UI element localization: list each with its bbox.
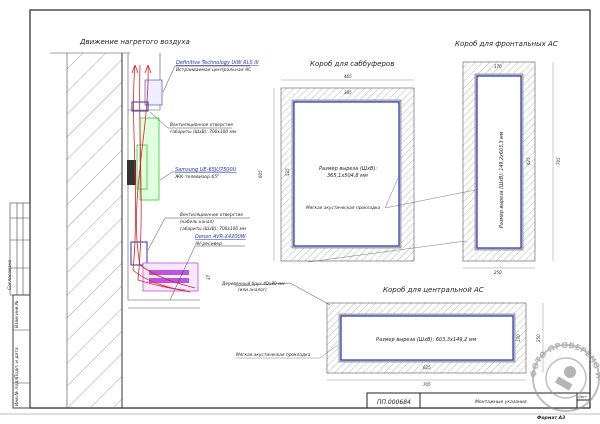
wall-hatch bbox=[67, 53, 122, 408]
front-dim-625: 625 bbox=[526, 157, 531, 165]
center-dim-250: 250 bbox=[536, 334, 541, 342]
center-dim-625: 625 bbox=[423, 365, 431, 370]
beam-label-2: (или аналог) bbox=[238, 287, 267, 293]
sub-pad-label: Мягкая акустическая прокладка bbox=[306, 205, 381, 211]
air-movement-title: Движение нагретого воздуха bbox=[79, 38, 190, 46]
vent-bottom-label-3: габариты (ШхВ): 700х100 мм bbox=[180, 226, 247, 232]
format-label: Формат А3 bbox=[537, 415, 565, 421]
stamp-inv-no: Инв.№ подл. bbox=[14, 376, 20, 406]
front-box-title: Короб для фронтальных АС bbox=[455, 40, 558, 48]
subwoofer-box-title: Короб для саббуферов bbox=[310, 60, 394, 68]
center-dim-170: 170 bbox=[516, 334, 521, 342]
vent-top-label-1: Вентиляционное отверстие bbox=[170, 122, 233, 128]
tv-side bbox=[139, 117, 160, 201]
center-box-title: Короб для центральной АС bbox=[383, 286, 484, 294]
center-box bbox=[326, 302, 527, 374]
tv-model-link[interactable]: Samsung UE-65JU7500U bbox=[175, 167, 237, 173]
receiver-desc: AV-ресивер bbox=[194, 241, 222, 247]
center-speaker-model-link[interactable]: Definitive Technology UIW RLS III bbox=[176, 60, 259, 66]
front-dim-250: 250 bbox=[494, 270, 502, 275]
doc-number: ПП.000684 bbox=[377, 399, 411, 406]
center-pad-label: Мягкая акустическая прокладка bbox=[236, 352, 311, 358]
tv-desc: ЖК-телевизор 65" bbox=[174, 174, 219, 180]
sub-cutout-1: Размер выреза (ШхВ): bbox=[319, 166, 377, 172]
center-dim-705: 705 bbox=[423, 382, 431, 387]
vent-bottom-label-2: (кабель канал) bbox=[180, 219, 214, 225]
sub-dim-465: 465 bbox=[344, 74, 352, 79]
side-stamp bbox=[9, 202, 31, 409]
center-speaker-desc: Встраиваемая центральная АС bbox=[176, 67, 252, 73]
center-speaker-side bbox=[144, 79, 163, 106]
sub-dim-385: 385 bbox=[344, 90, 352, 95]
front-dim-170: 170 bbox=[494, 64, 502, 69]
subwoofer-box bbox=[280, 87, 415, 262]
sub-dim-525: 525 bbox=[285, 168, 290, 176]
tv-mount bbox=[127, 160, 136, 185]
front-cutout: Размер выреза (ШхВ): 149,2х603,3 мм bbox=[499, 131, 505, 228]
beam-label-1: Деревянный брус 40х80 мм bbox=[221, 281, 285, 287]
stamp-replace-inv: Взам.инв.№ bbox=[14, 300, 20, 328]
stamp-sign-date: Подп. и дата bbox=[14, 347, 20, 378]
sheet-label: Лист bbox=[577, 395, 588, 399]
vent-top-label-2: габариты (ШхВ): 700х100 мм bbox=[170, 129, 237, 135]
vent-bottom-label-1: Вентиляционное отверстие bbox=[180, 212, 243, 218]
sub-cutout-2: 365,1х504,8 мм bbox=[327, 173, 368, 179]
sub-dim-605: 605 bbox=[258, 170, 263, 178]
front-dim-705: 705 bbox=[556, 157, 561, 165]
receiver-model-link[interactable]: Denon AVR-X4200W bbox=[195, 234, 247, 240]
stamp-agreed: Согласовано bbox=[7, 260, 13, 290]
front-box bbox=[462, 61, 536, 262]
center-cutout: Размер выреза (ШхВ): 603,3х149,2 мм bbox=[376, 337, 477, 343]
dim-37: 37 bbox=[206, 274, 211, 280]
air-flow-arrows bbox=[131, 64, 196, 293]
doc-title: Монтажные указания bbox=[475, 399, 527, 405]
